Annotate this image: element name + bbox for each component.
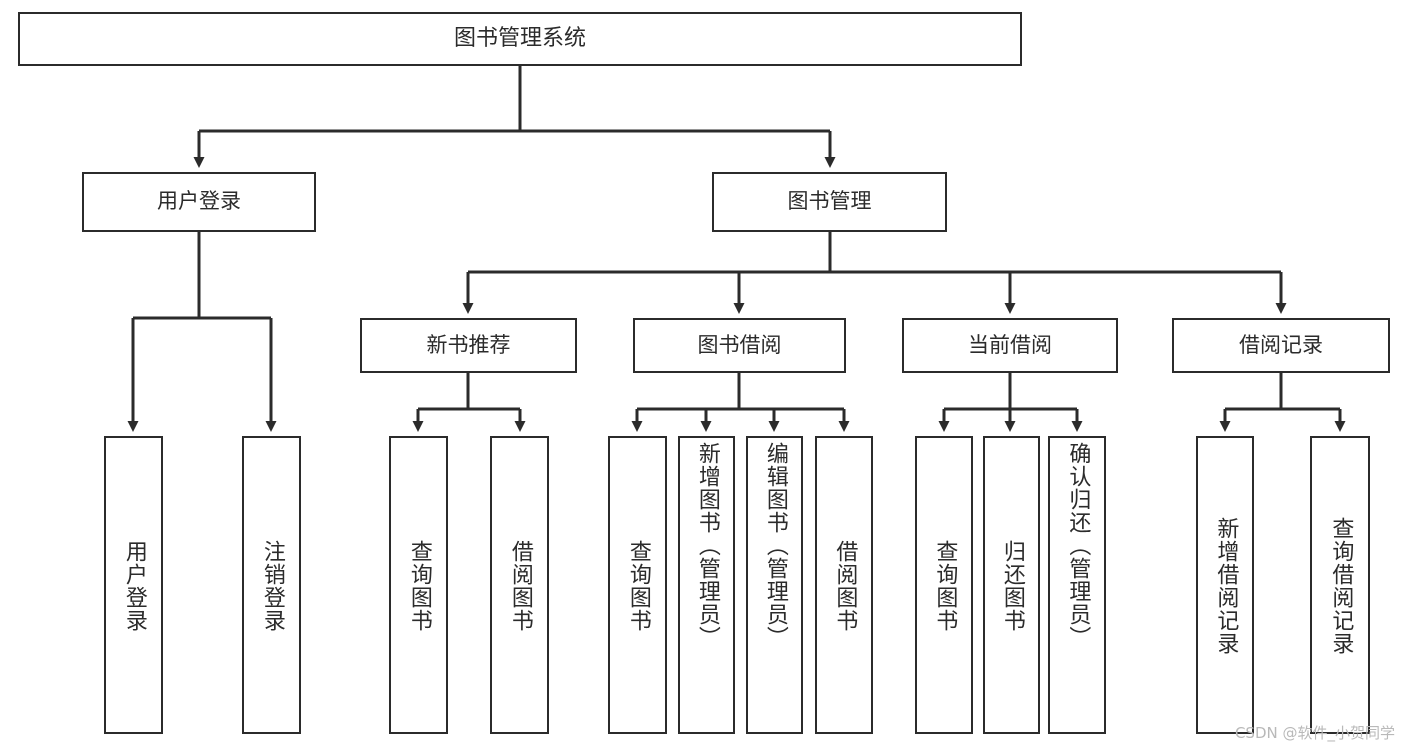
node-label: 用户登录 bbox=[121, 540, 147, 632]
node-new-book-recommendation[interactable]: 新书推荐 bbox=[360, 318, 577, 373]
node-label: 查询图书 bbox=[625, 540, 651, 632]
leaf-logout[interactable]: 注销登录 bbox=[242, 436, 301, 734]
node-label: 借阅记录 bbox=[1239, 332, 1323, 357]
node-root-book-management-system[interactable]: 图书管理系统 bbox=[18, 12, 1022, 66]
node-label: 新书推荐 bbox=[426, 332, 511, 357]
node-label: 查询图书 bbox=[406, 540, 432, 632]
node-label: 用户登录 bbox=[157, 189, 241, 214]
node-label: 图书管理 bbox=[787, 189, 872, 214]
node-label: 当前借阅 bbox=[968, 332, 1052, 357]
node-label: 确认归还（管理员） bbox=[1065, 442, 1091, 649]
node-label: 归还图书 bbox=[999, 540, 1025, 632]
leaf-edit-book-admin[interactable]: 编辑图书（管理员） bbox=[746, 436, 803, 734]
leaf-user-login[interactable]: 用户登录 bbox=[104, 436, 163, 734]
node-label: 查询图书 bbox=[932, 540, 958, 632]
leaf-query-book-current[interactable]: 查询图书 bbox=[915, 436, 973, 734]
node-label: 借阅图书 bbox=[832, 540, 858, 632]
leaf-return-book[interactable]: 归还图书 bbox=[983, 436, 1040, 734]
node-user-login[interactable]: 用户登录 bbox=[82, 172, 316, 232]
node-label: 图书管理系统 bbox=[453, 25, 586, 51]
leaf-query-book-recommend[interactable]: 查询图书 bbox=[389, 436, 448, 734]
node-label: 图书借阅 bbox=[697, 332, 782, 357]
leaf-add-borrow-record[interactable]: 新增借阅记录 bbox=[1196, 436, 1254, 734]
leaf-borrow-book-recommend[interactable]: 借阅图书 bbox=[490, 436, 549, 734]
leaf-query-borrow-record[interactable]: 查询借阅记录 bbox=[1310, 436, 1370, 734]
leaf-add-book-admin[interactable]: 新增图书（管理员） bbox=[678, 436, 735, 734]
csdn-watermark: CSDN @软件_小贺同学 bbox=[1234, 724, 1395, 742]
node-label: 查询借阅记录 bbox=[1328, 517, 1354, 655]
leaf-query-book-borrow[interactable]: 查询图书 bbox=[608, 436, 667, 734]
node-label: 新增图书（管理员） bbox=[694, 442, 720, 649]
leaf-borrow-book[interactable]: 借阅图书 bbox=[815, 436, 873, 734]
node-borrowing-record[interactable]: 借阅记录 bbox=[1172, 318, 1390, 373]
node-label: 编辑图书（管理员） bbox=[762, 442, 788, 649]
node-label: 注销登录 bbox=[259, 540, 285, 632]
node-label: 新增借阅记录 bbox=[1213, 517, 1239, 655]
node-book-borrowing[interactable]: 图书借阅 bbox=[633, 318, 846, 373]
node-current-borrowing[interactable]: 当前借阅 bbox=[902, 318, 1118, 373]
leaf-confirm-return-admin[interactable]: 确认归还（管理员） bbox=[1048, 436, 1106, 734]
node-book-management[interactable]: 图书管理 bbox=[712, 172, 947, 232]
node-label: 借阅图书 bbox=[507, 540, 533, 632]
